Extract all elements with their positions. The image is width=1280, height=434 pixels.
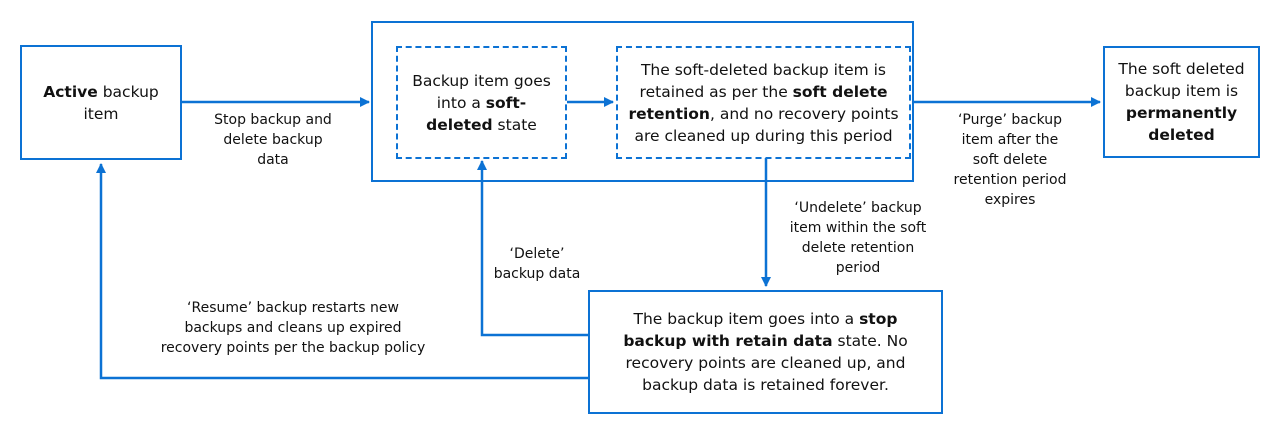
label-purge-line: retention period (953, 172, 1067, 188)
permanent-bold: permanently deleted (1125, 104, 1238, 144)
label-stop-delete: Stop backup and delete backup data (198, 110, 348, 170)
retention-text: The soft-deleted backup item is retained… (618, 59, 909, 147)
soft-deleted-post: state (492, 115, 537, 134)
label-undelete-line: item within the soft (789, 220, 927, 236)
label-delete-line: backup data (493, 266, 581, 282)
soft-deleted-text: Backup item goes into a soft-deleted sta… (398, 70, 565, 136)
node-permanently-deleted: The soft deleted backup item is permanen… (1103, 46, 1260, 158)
node-active-backup-item: Active backup item (20, 45, 182, 160)
node-soft-deleted-state: Backup item goes into a soft-deleted sta… (396, 46, 567, 159)
node-soft-delete-retention: The soft-deleted backup item is retained… (616, 46, 911, 159)
stop-retain-text: The backup item goes into a stop backup … (590, 308, 941, 396)
label-resume: ‘Resume’ backup restarts new backups and… (128, 298, 458, 358)
node-stop-backup-retain-data: The backup item goes into a stop backup … (588, 290, 943, 414)
soft-deleted-bold: soft-deleted (426, 93, 527, 134)
label-undelete: ‘Undelete’ backup item within the soft d… (772, 198, 944, 278)
label-undelete-line: delete retention (801, 240, 915, 256)
label-undelete-line: period (835, 260, 881, 276)
label-purge-line: expires (984, 192, 1036, 208)
label-stop-delete-line: Stop backup and (214, 112, 332, 128)
stop-retain-post: state. No recovery points are cleaned up… (625, 332, 908, 394)
permanent-pre: The soft deleted backup item is (1118, 60, 1245, 100)
active-bold: Active (43, 82, 98, 101)
retention-post: , and no recovery points are cleaned up … (634, 104, 899, 145)
permanent-text: The soft deleted backup item is permanen… (1105, 58, 1258, 146)
label-resume-line: ‘Resume’ backup restarts new (187, 300, 399, 316)
label-delete: ‘Delete’ backup data (482, 244, 592, 284)
soft-delete-container (371, 21, 914, 182)
retention-pre: The soft-deleted backup item is retained… (639, 60, 887, 101)
label-purge-line: ‘Purge’ backup (957, 112, 1063, 128)
stop-retain-pre: The backup item goes into a (633, 310, 860, 328)
label-stop-delete-line: delete backup (223, 132, 323, 148)
active-text: Active backup item (22, 81, 180, 125)
retention-bold: soft delete retention (628, 82, 888, 123)
label-undelete-line: ‘Undelete’ backup (794, 200, 922, 216)
label-delete-line: ‘Delete’ (509, 246, 565, 262)
label-stop-delete-line: data (257, 152, 289, 168)
label-resume-line: recovery points per the backup policy (160, 340, 426, 356)
label-purge-line: soft delete (972, 152, 1048, 168)
soft-deleted-pre: Backup item goes into a (412, 71, 551, 112)
label-purge-line: item after the (961, 132, 1059, 148)
label-resume-line: backups and cleans up expired (184, 320, 402, 336)
label-purge: ‘Purge’ backup item after the soft delet… (940, 110, 1080, 210)
arrow-delete (477, 160, 588, 337)
stop-retain-bold: stop backup with retain data (623, 310, 898, 350)
active-rest: backup item (83, 82, 159, 123)
arrow-resume (96, 163, 588, 380)
